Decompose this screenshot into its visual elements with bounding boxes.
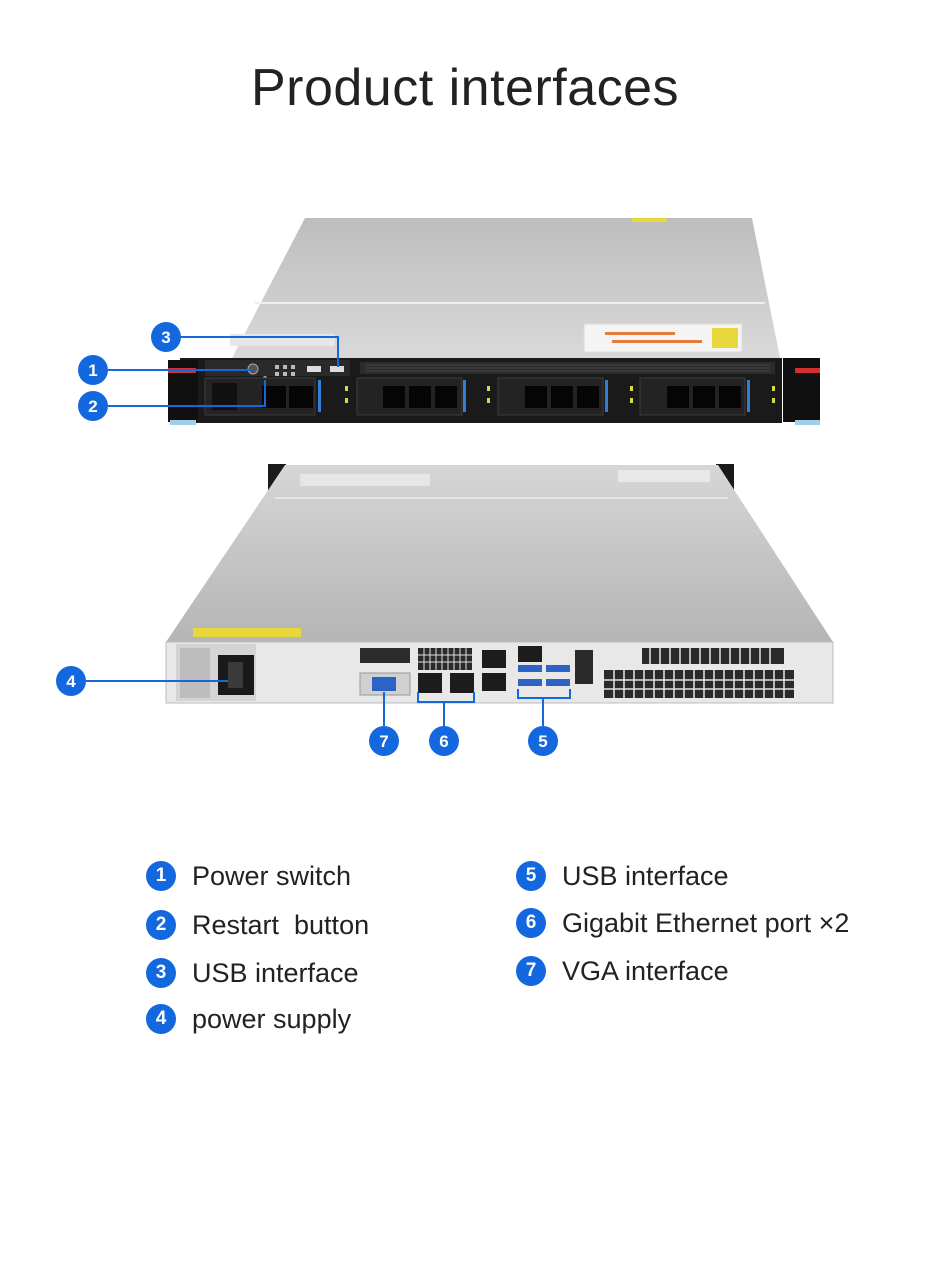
- callout-4: 4: [56, 666, 86, 696]
- legend-label: VGA interface: [562, 955, 729, 986]
- legend-number: 7: [516, 956, 546, 986]
- callout-number-4: 4: [66, 672, 76, 691]
- legend-item-power-supply: 4 power supply: [146, 1002, 351, 1036]
- callout-7: 7: [369, 726, 399, 756]
- callout-number-5: 5: [538, 732, 547, 751]
- leader-2: [108, 380, 266, 407]
- rear-usb-port-2: [546, 665, 570, 672]
- leader-6-bracket: [417, 692, 475, 703]
- callout-number-3: 3: [161, 328, 170, 347]
- legend-item-power-switch: 1 Power switch: [146, 859, 351, 893]
- legend-number: 2: [146, 910, 176, 940]
- ethernet-port-2: [450, 673, 474, 693]
- legend-number: 3: [146, 958, 176, 988]
- legend-label: USB interface: [562, 860, 729, 891]
- front-usb-port-1: [307, 366, 321, 372]
- rear-warning-sticker: [193, 628, 301, 637]
- legend-label: power supply: [192, 1003, 352, 1034]
- callout-leaders: [86, 336, 571, 726]
- legend-label: USB interface: [192, 957, 359, 988]
- callout-5: 5: [528, 726, 558, 756]
- callout-number-6: 6: [439, 732, 448, 751]
- serial-port: [360, 648, 410, 663]
- legend-item-gigabit-ethernet: 6 Gigabit Ethernet port ×2: [516, 906, 849, 940]
- legend-item-usb-interface-front: 3 USB interface: [146, 956, 359, 990]
- legend-number: 1: [146, 861, 176, 891]
- rear-chassis-top: [166, 465, 833, 642]
- legend-number: 6: [516, 908, 546, 938]
- callout-1: 1: [78, 355, 108, 385]
- rear-vent-grid: [418, 648, 472, 670]
- leader-3: [180, 336, 339, 367]
- server-rear-view: [165, 464, 834, 704]
- legend-label: Power switch: [192, 860, 352, 891]
- callout-number-2: 2: [88, 397, 97, 416]
- server-front-view: [168, 218, 820, 425]
- legend-item-restart-button: 2 Restart button: [146, 908, 369, 942]
- page-title: Product interfaces: [250, 59, 680, 117]
- legend-item-usb-interface-rear: 5 USB interface: [516, 859, 729, 893]
- warning-sticker: [632, 218, 667, 222]
- callout-6: 6: [429, 726, 459, 756]
- legend-label: Gigabit Ethernet port ×2: [562, 907, 850, 938]
- callout-number-1: 1: [88, 361, 97, 380]
- ethernet-port-1: [418, 673, 442, 693]
- front-chassis-top: [232, 218, 780, 358]
- right-rack-ear: [783, 358, 820, 422]
- callout-number-7: 7: [379, 732, 388, 751]
- legend-number: 5: [516, 861, 546, 891]
- server-diagram: 1 2 3 4 5 6 7: [56, 218, 834, 756]
- legend-number: 4: [146, 1004, 176, 1034]
- legend-label: Restart button: [192, 909, 370, 940]
- callout-3: 3: [151, 322, 181, 352]
- drive-bays: [204, 377, 775, 416]
- expansion-slot: [642, 648, 784, 664]
- legend-item-vga-interface: 7 VGA interface: [516, 954, 729, 988]
- vga-port: [372, 677, 396, 691]
- rear-usb-port-1: [518, 665, 542, 672]
- front-usb-port-2: [330, 366, 344, 372]
- rear-usb-port-3: [518, 679, 542, 686]
- callout-2: 2: [78, 391, 108, 421]
- rear-usb-port-4: [546, 679, 570, 686]
